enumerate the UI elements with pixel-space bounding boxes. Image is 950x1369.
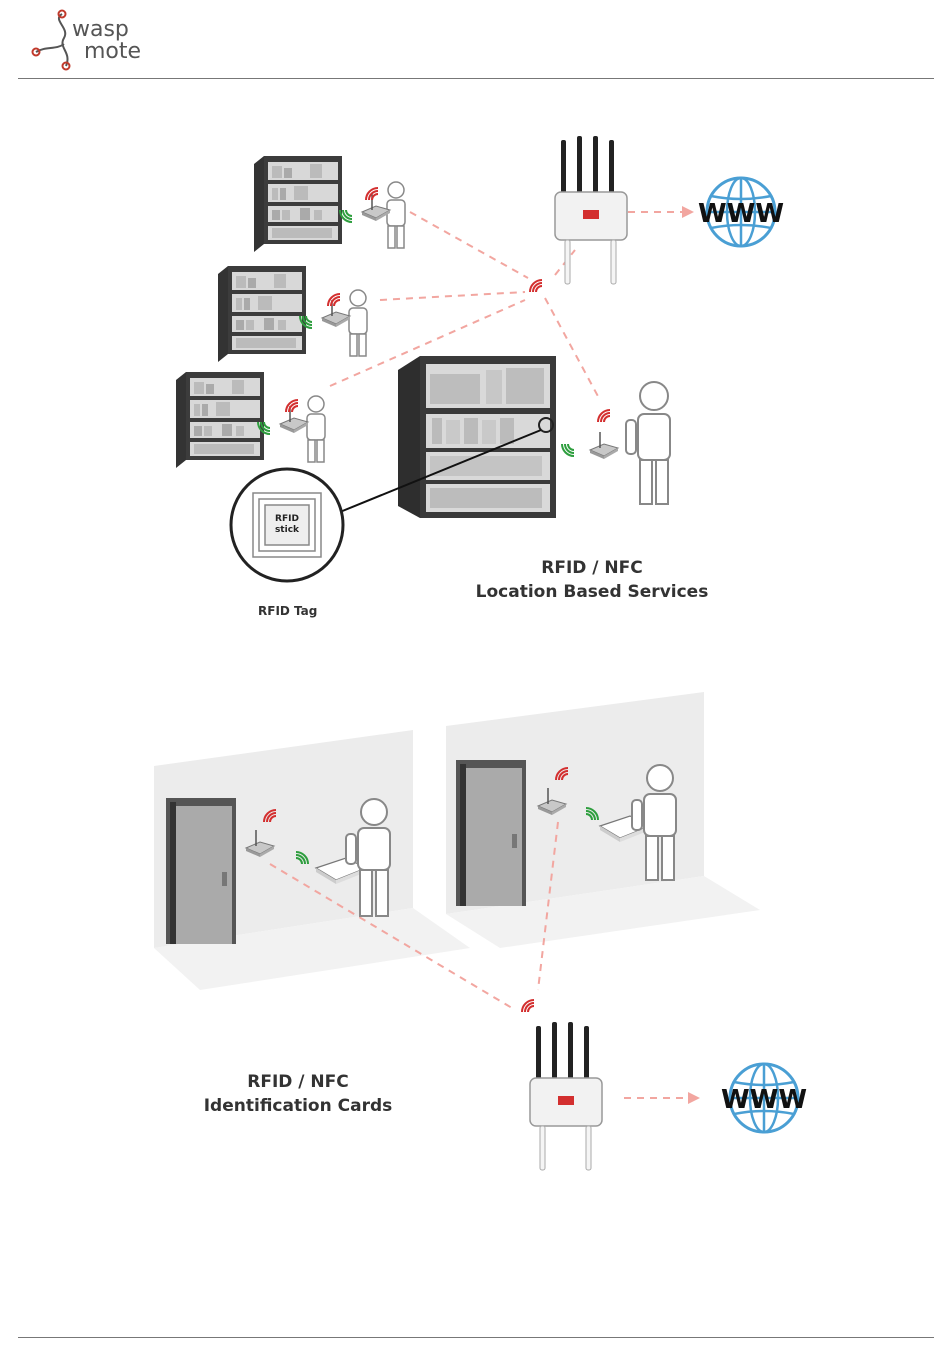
signal-red-3 (286, 400, 298, 412)
signal-red-gateway-top (530, 280, 542, 292)
bookshelf-1 (254, 156, 342, 252)
main-person (626, 382, 670, 504)
signal-red-2 (328, 294, 340, 306)
signal-red-main (598, 410, 610, 422)
bookshelf-2 (218, 266, 306, 362)
door-right (456, 760, 526, 906)
location-services-caption: RFID / NFC Location Based Services (452, 556, 732, 604)
id-caption-line1: RFID / NFC (168, 1070, 428, 1094)
tag-label-line2: stick (267, 525, 307, 536)
www-label-bottom: WWW (721, 1085, 807, 1115)
person-2 (349, 290, 367, 356)
gateway-top (555, 136, 627, 284)
rfid-tag-caption: RFID Tag (258, 604, 317, 618)
location-caption-line2: Location Based Services (452, 580, 732, 604)
www-label-top: WWW (698, 199, 784, 229)
door-left (166, 798, 236, 944)
location-caption-line1: RFID / NFC (452, 556, 732, 580)
reader-3 (280, 406, 308, 433)
person-1 (387, 182, 405, 248)
id-caption-line2: Identification Cards (168, 1094, 428, 1118)
tag-label-line1: RFID (267, 514, 307, 525)
gateway-bottom (530, 1022, 602, 1170)
arrow-head-top (682, 206, 694, 218)
arrow-head-bottom (688, 1092, 700, 1104)
main-reader (590, 432, 618, 459)
bookshelf-3 (176, 372, 264, 468)
footer-rule (18, 1337, 934, 1338)
person-3 (307, 396, 325, 462)
tag-label: RFID stick (267, 514, 307, 536)
identification-cards-caption: RFID / NFC Identification Cards (168, 1070, 428, 1118)
signal-red-1 (366, 188, 378, 200)
large-cabinet (398, 356, 556, 518)
reader-2 (322, 300, 350, 327)
signal-red-gateway-bottom (522, 1000, 534, 1012)
signal-green-main (562, 444, 574, 456)
